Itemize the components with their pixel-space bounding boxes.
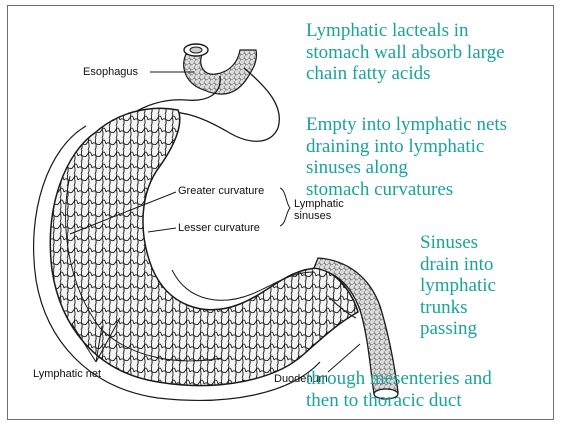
esophagus-label: Esophagus (83, 66, 138, 78)
lymphatic-sinuses-label: Lymphatic sinuses (294, 198, 344, 222)
callout-mesenteries: through mesenteries and then to thoracic… (306, 368, 492, 411)
lesser-curvature-label: Lesser curvature (178, 222, 260, 234)
callout-nets: Empty into lymphatic nets draining into … (306, 114, 507, 200)
lesser-curvature-leader (148, 228, 176, 232)
callout-lacteals: Lymphatic lacteals in stomach wall absor… (306, 20, 505, 85)
greater-curvature-label: Greater curvature (178, 185, 264, 197)
callout-sinuses: Sinuses drain into lymphatic trunks pass… (420, 232, 496, 340)
lymphatic-net-label: Lymphatic net (33, 368, 101, 380)
sinuses-brace (280, 188, 290, 226)
slide: Esophagus Greater curvature Lesser curva… (7, 5, 554, 420)
